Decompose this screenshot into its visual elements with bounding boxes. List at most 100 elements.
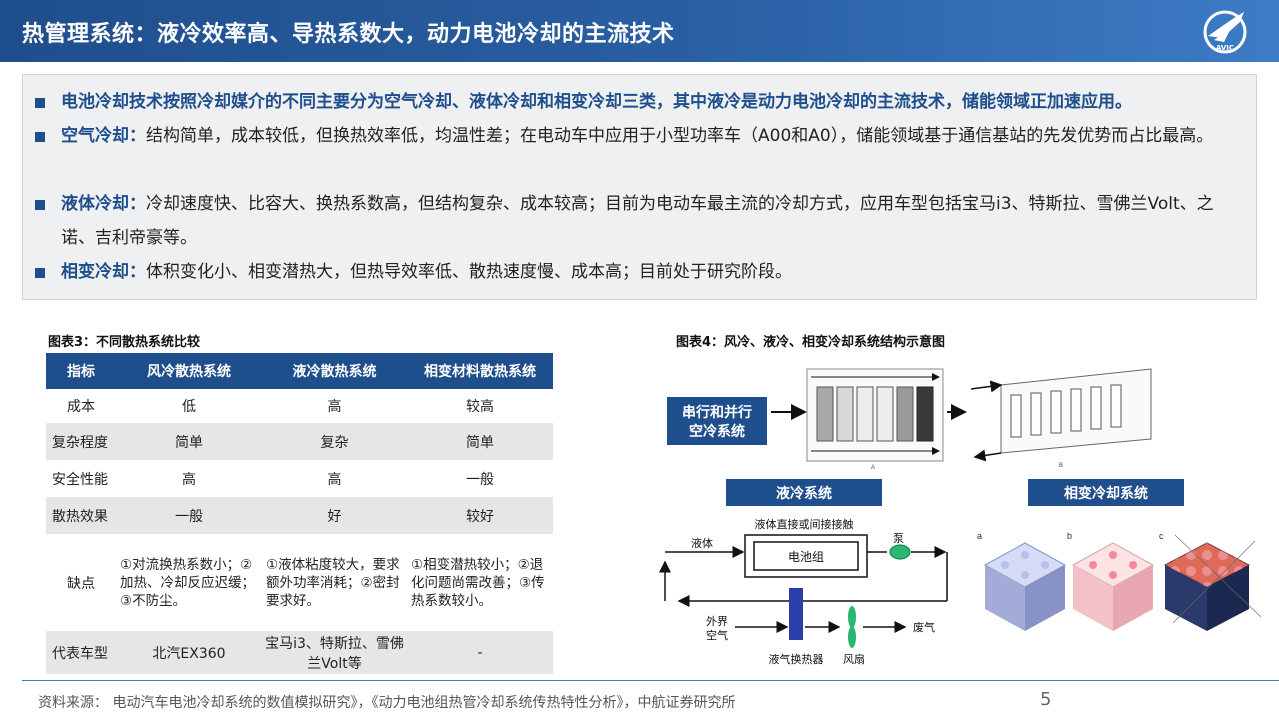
diagram-caption: 图表4：风冷、液冷、相变冷却系统结构示意图 <box>676 335 946 350</box>
pump-icon <box>889 544 911 560</box>
table-cell: 高 <box>182 471 196 488</box>
figure-a-air-cooling: A <box>806 368 944 471</box>
cube-c-label: c <box>1159 531 1164 541</box>
table-caption: 图表3：不同散热系统比较 <box>48 335 201 350</box>
phase-cylinder <box>1109 571 1117 579</box>
keyword-liquid: 液体冷却： <box>61 194 146 214</box>
table-row: 代表车型 北汽EX360 宝马i3、特斯拉、雪佛兰Volt等 - <box>46 631 553 674</box>
figure-a-label: A <box>871 465 875 471</box>
table-cell: 复杂程度 <box>46 423 116 460</box>
phase-cylinder <box>1001 561 1009 569</box>
phase-cylinder <box>1109 551 1117 559</box>
header-bar: 热管理系统：液冷效率高、导热系数大，动力电池冷却的主流技术 AVIC <box>0 0 1279 62</box>
loop-top-text: 液体直接或间接接触 <box>755 517 854 531</box>
table-header-cell: 风冷散热系统 <box>116 353 262 389</box>
phase-change-cubes: a b c <box>977 531 1262 631</box>
liquid-label: 液体 <box>691 536 713 550</box>
bullet-liquid-text: 冷却速度快、比容大、换热系数高，但结构复杂、成本较高；目前为电动车最主流的冷却方… <box>61 194 1214 248</box>
summary-bullet-phase: 相变冷却：体积变化小、相变潜热大，但热导效率低、散热速度慢、成本高；目前处于研究… <box>35 255 1245 289</box>
table-cell: 安全性能 <box>52 471 108 488</box>
page-title: 热管理系统：液冷效率高、导热系数大，动力电池冷却的主流技术 <box>22 22 675 47</box>
table-header-cell: 相变材料散热系统 <box>407 353 553 389</box>
table-cell: 缺点 <box>67 575 95 592</box>
footer-divider <box>22 680 1279 681</box>
table-cell: ①对流换热系数小；②加热、冷却反应迟缓；③不防尘。 <box>120 556 255 609</box>
figure-b-air-cooling: B <box>970 368 1152 469</box>
battery-cell <box>836 386 854 442</box>
table-header-row: 指标 风冷散热系统 液冷散热系统 相变材料散热系统 <box>46 353 553 389</box>
keyword-phase: 相变冷却： <box>61 262 146 282</box>
cube-c-pattern <box>1165 543 1249 587</box>
page-number: 5 <box>1040 689 1052 710</box>
airflow-arrow <box>973 449 1002 462</box>
table-cell: 简单 <box>407 423 553 460</box>
liquid-cooling-loop: 液体直接或间接接触 电池组 液体 泵 外界 空气 废气 液气换热器 风扇 <box>659 517 948 666</box>
table-cell: 宝马i3、特斯拉、雪佛兰Volt等 <box>262 631 407 674</box>
comparison-table: 指标 风冷散热系统 液冷散热系统 相变材料散热系统 成本 低 高 较高 复杂程度… <box>46 353 553 674</box>
table-cell: 低 <box>182 399 196 415</box>
battery-pack-box <box>753 541 859 571</box>
phase-cylinder <box>1129 561 1137 569</box>
liquid-cooling-label-box <box>726 479 882 506</box>
keyword-air: 空气冷却： <box>61 126 146 146</box>
battery-cell <box>1110 384 1122 428</box>
battery-cell <box>1010 394 1022 438</box>
table-cell: 较高 <box>466 399 494 415</box>
battery-cell <box>816 386 834 442</box>
figure-b-label: B <box>1059 463 1063 469</box>
battery-pack-label: 电池组 <box>788 550 824 564</box>
air-cooling-label-line1: 串行和并行 <box>682 404 752 420</box>
fan-blade <box>848 626 856 648</box>
cube-c-axis-line <box>1172 540 1256 624</box>
summary-box: 电池冷却技术按照冷却媒介的不同主要分为空气冷却、液体冷却和相变冷却三类，其中液冷… <box>22 74 1257 300</box>
bullet-square-icon <box>35 98 45 108</box>
table-header-cell: 指标 <box>46 353 116 389</box>
table-row: 成本 低 高 较高 <box>46 389 553 423</box>
cube-a-front <box>1025 565 1065 631</box>
table-cell: - <box>407 631 553 674</box>
table-header-cell: 液冷散热系统 <box>262 353 407 389</box>
table-cell: 成本 <box>67 399 95 415</box>
cube-a-label: a <box>977 531 982 541</box>
table-row: 散热效果 一般 好 较好 <box>46 497 553 534</box>
air-cooling-label-box <box>667 397 767 445</box>
bullet-phase-text: 体积变化小、相变潜热大，但热导效率低、散热速度慢、成本高；目前处于研究阶段。 <box>146 262 792 282</box>
phase-cylinder <box>1089 561 1097 569</box>
heat-exchanger-label: 液气换热器 <box>769 652 824 666</box>
table-row: 安全性能 高 高 一般 <box>46 460 553 497</box>
cube-b-label: b <box>1067 531 1072 541</box>
table-cell: 高 <box>327 399 342 415</box>
battery-cell <box>916 386 934 442</box>
heat-exchanger-icon <box>789 588 803 640</box>
phase-cooling-label-box <box>1028 479 1184 506</box>
fan-label: 风扇 <box>843 652 865 666</box>
cube-b-side <box>1073 565 1113 631</box>
table-cell: 北汽EX360 <box>116 631 262 674</box>
bullet-square-icon <box>35 268 45 278</box>
cube-c-axis-line <box>1174 534 1262 618</box>
battery-cell <box>1050 390 1062 434</box>
summary-bullet-1: 电池冷却技术按照冷却媒介的不同主要分为空气冷却、液体冷却和相变冷却三类，其中液冷… <box>35 85 1245 119</box>
liquid-cooling-label: 液冷系统 <box>776 485 832 501</box>
pump-label: 泵 <box>893 532 904 545</box>
air-cooling-label-line2: 空冷系统 <box>689 423 745 439</box>
table-cell: ①相变潜热较小；②退化问题尚需改善；③传热系数较小。 <box>411 556 545 609</box>
battery-cell <box>856 386 874 442</box>
battery-cell <box>896 386 914 442</box>
phase-cylinder <box>1041 561 1049 569</box>
cube-b-front <box>1113 565 1153 631</box>
table-row: 复杂程度 简单 复杂 简单 <box>46 423 553 460</box>
battery-cell <box>1030 392 1042 436</box>
summary-bullet-liquid: 液体冷却：冷却速度快、比容大、换热系数高，但结构复杂、成本较高；目前为电动车最主… <box>35 187 1245 255</box>
table-cell: 散热效果 <box>46 497 116 534</box>
table-cell: 好 <box>262 497 407 534</box>
table-cell: 一般 <box>116 497 262 534</box>
table-cell: 简单 <box>116 423 262 460</box>
battery-cell <box>1070 388 1082 432</box>
table-row: 缺点 ①对流换热系数小；②加热、冷却反应迟缓；③不防尘。 ①液体粘度较大，要求额… <box>46 534 553 631</box>
source-note: 资料来源： 电动汽车电池冷却系统的数值模拟研究》，《动力电池组热管冷却系统传热特… <box>38 695 736 711</box>
exhaust-label: 废气 <box>913 620 935 634</box>
phase-cylinder <box>1021 571 1029 579</box>
bullet-square-icon <box>35 200 45 210</box>
avic-logo-icon: AVIC <box>1203 10 1247 54</box>
